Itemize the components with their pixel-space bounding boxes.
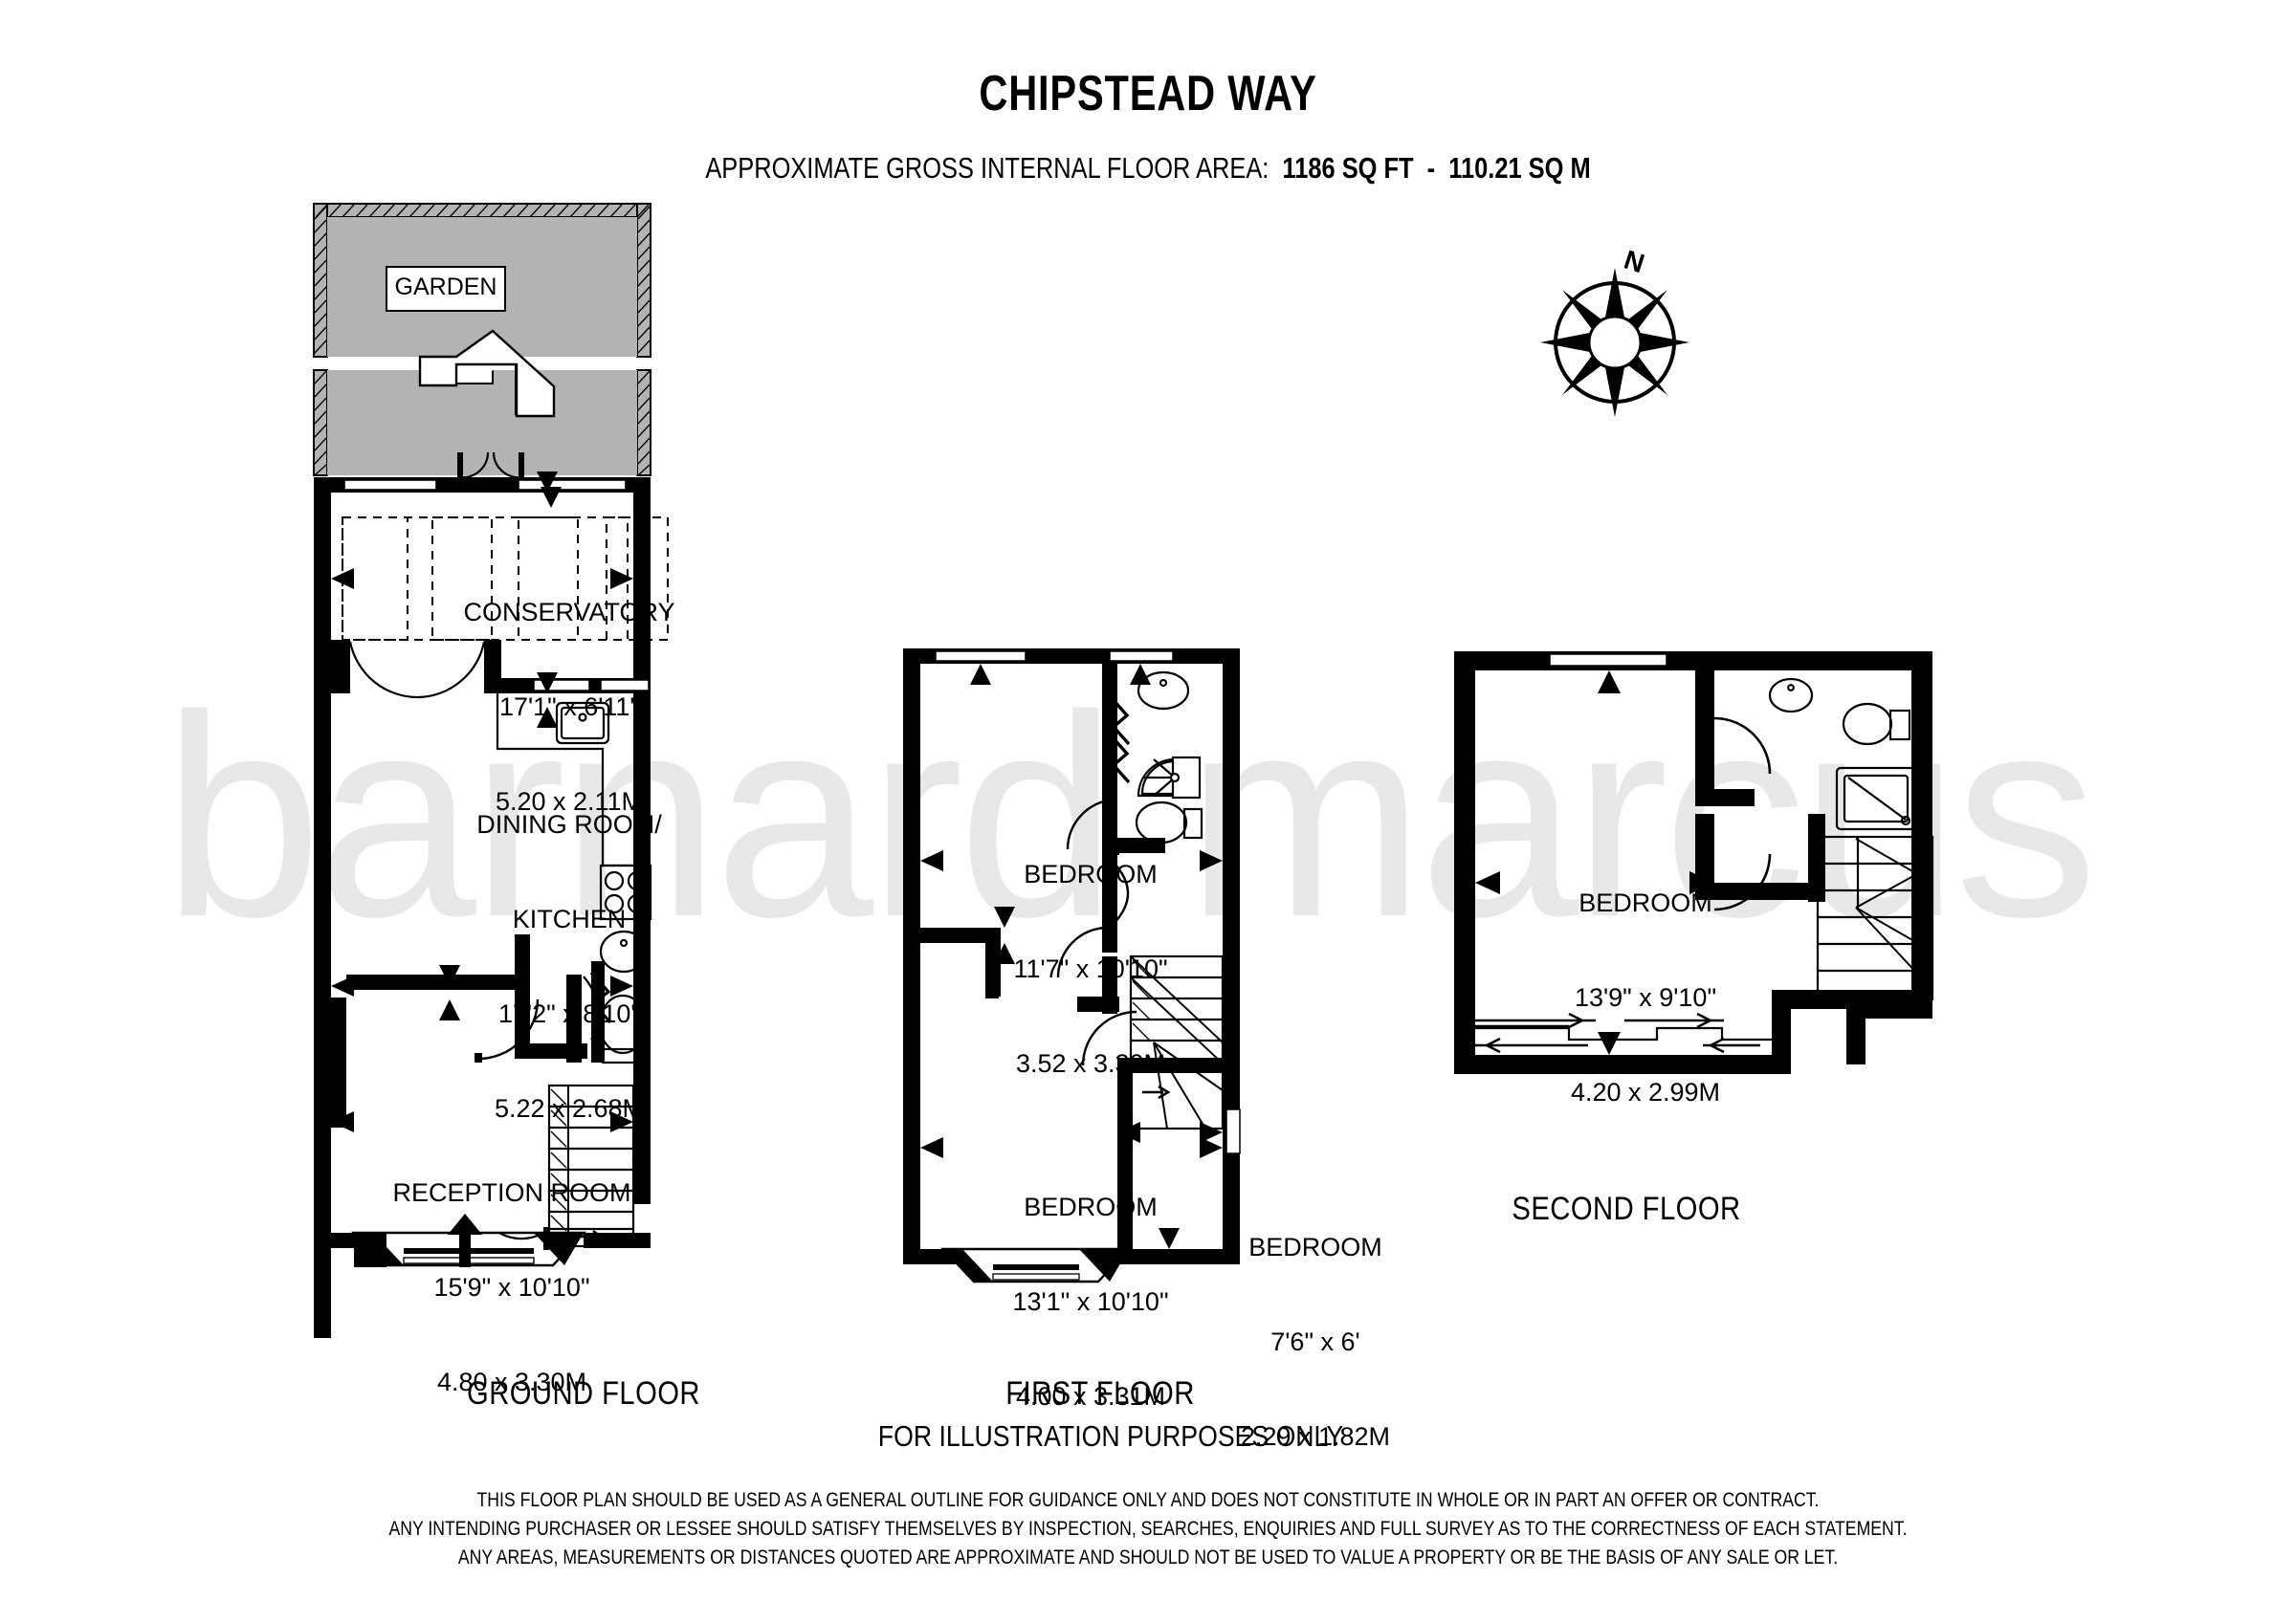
room-dim-imperial: 15'9" x 10'10"	[433, 1273, 590, 1302]
room-name: RECEPTION ROOM	[392, 1178, 631, 1207]
floor-area-subtitle: APPROXIMATE GROSS INTERNAL FLOOR AREA: 1…	[207, 151, 2089, 186]
floor-area-value: 1186 SQ FT - 110.21 SQ M	[1282, 151, 1591, 185]
kitchen-units	[496, 693, 652, 921]
room-name: CONSERVATORY	[463, 598, 675, 626]
room-label-reception: RECEPTION ROOM 15'9" x 10'10" 4.80 x 3.3…	[354, 1114, 670, 1461]
ground-floor-plan	[313, 203, 669, 1338]
garden-area	[313, 203, 651, 479]
staircase-second	[1816, 835, 1934, 1001]
page-title: CHIPSTEAD WAY	[979, 66, 1317, 121]
room-dim-metric: 5.20 x 2.11M	[495, 787, 644, 816]
folding-door	[1110, 696, 1131, 746]
folding-door	[589, 971, 612, 1024]
door-arc	[418, 641, 486, 699]
bathroom-fixtures-second	[1768, 677, 1917, 831]
room-dim-imperial: 17'1" x 6'11"	[498, 692, 640, 721]
room-dim-imperial: 7'6" x 6'	[1270, 1327, 1360, 1356]
garden-label-box: GARDEN	[386, 266, 506, 312]
room-label-dining-kitchen: DINING ROOM/ KITCHEN 17'2" x 8'10" 5.22 …	[411, 746, 727, 1188]
disclaimer-line-3: ANY AREAS, MEASUREMENTS OR DISTANCES QUO…	[457, 1546, 1839, 1568]
room-dim-metric: 4.80 x 3.30M	[436, 1368, 587, 1396]
garden-label: GARDEN	[394, 274, 497, 300]
room-label-conservatory: CONSERVATORY 17'1" x 6'11" 5.20 x 2.11M	[407, 534, 732, 881]
door-arc	[498, 1232, 544, 1240]
room-dim-metric: 5.22 x 2.68M	[494, 1094, 645, 1123]
room-dim-imperial: 11'7" x 10'10"	[1013, 954, 1168, 983]
room-name: BEDROOM	[1248, 1233, 1382, 1261]
door-arc	[477, 998, 540, 1061]
door-arcs-second	[1713, 716, 1772, 911]
door-arc	[348, 641, 420, 699]
room-dim-imperial: 13'9" x 9'10"	[1574, 983, 1717, 1012]
disclaimer-line-2: ANY INTENDING PURCHASER OR LESSEE SHOULD…	[388, 1518, 1908, 1540]
floor-caption-ground: GROUND FLOOR	[467, 1375, 700, 1412]
floor-area-prefix: APPROXIMATE GROSS INTERNAL FLOOR AREA:	[705, 151, 1269, 185]
room-dim-imperial: 13'1" x 10'10"	[1012, 1287, 1169, 1316]
eaves-arrows	[1473, 1012, 1787, 1054]
disclaimer-line-1: THIS FLOOR PLAN SHOULD BE USED AS A GENE…	[476, 1489, 1820, 1511]
room-name-2: KITCHEN	[512, 905, 627, 933]
room-dim-metric: 3.52 x 3.30M	[1015, 1049, 1166, 1078]
room-name: BEDROOM	[1024, 1193, 1158, 1221]
room-label-bedroom-4: BEDROOM 13'9" x 9'10" 4.20 x 2.99M	[1507, 824, 1784, 1172]
door-arcs-first	[1056, 798, 1137, 1066]
wc-and-hall-walls	[346, 934, 605, 1063]
watermark-text: barnard marcus	[163, 655, 2098, 976]
second-floor-walls	[1454, 651, 1932, 1074]
room-label-bedroom-3: BEDROOM 7'6" x 6' 2.29 x 1.82M	[1201, 1169, 1430, 1516]
bathroom-fixtures	[1135, 670, 1203, 844]
folding-door	[1110, 735, 1131, 784]
wc-fixtures	[598, 930, 649, 1064]
room-label-bedroom-1: BEDROOM 11'7" x 10'10" 3.52 x 3.30M	[952, 796, 1229, 1143]
room-label-bedroom-2: BEDROOM 13'1" x 10'10" 4.00 x 3.31M	[952, 1129, 1229, 1476]
room-dim-metric: 4.20 x 2.99M	[1570, 1078, 1721, 1107]
room-dim-metric: 2.29 x 1.82M	[1240, 1422, 1391, 1451]
room-dim-metric: 4.00 x 3.31M	[1015, 1382, 1166, 1411]
room-name: BEDROOM	[1578, 888, 1712, 917]
floor-caption-second: SECOND FLOOR	[1512, 1191, 1741, 1227]
staircase-first	[1129, 954, 1225, 1130]
first-floor-plan	[903, 648, 1241, 1283]
room-name: BEDROOM	[1024, 860, 1158, 888]
window-markers-second	[1475, 670, 1714, 1055]
second-floor-plan	[1454, 651, 1934, 1074]
window-markers	[331, 472, 633, 1132]
room-dim-imperial: 17'2" x 8'10"	[497, 999, 641, 1028]
front-door	[448, 1214, 549, 1267]
floor-caption-first: FIRST FLOOR	[1005, 1375, 1195, 1412]
room-name: DINING ROOM/	[476, 810, 662, 839]
window-markers-first	[920, 664, 1241, 1249]
compass-rose-icon	[1540, 268, 1689, 417]
illustration-note: FOR ILLUSTRATION PURPOSES ONLY	[877, 1419, 1344, 1453]
staircase-ground	[547, 1084, 635, 1248]
